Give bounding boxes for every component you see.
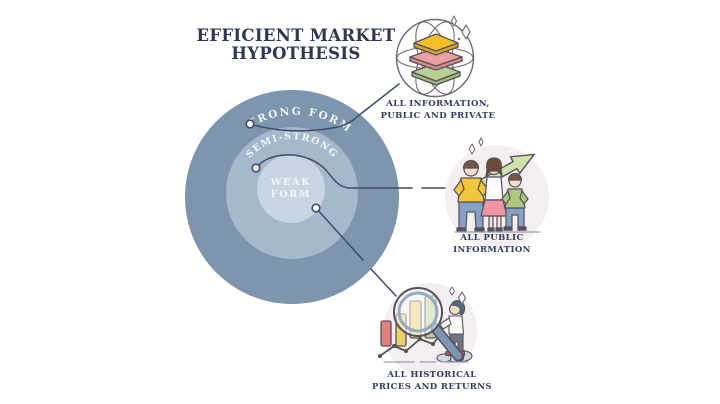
semi-strong-dot <box>251 163 261 173</box>
data-layer-pink <box>409 47 463 71</box>
callout-label-all-historical: ALL HISTORICAL PRICES AND RETURNS <box>367 370 497 393</box>
magnifier-glass <box>393 287 465 363</box>
people-growth-arrow-icon <box>445 137 549 249</box>
concentric-rings <box>185 90 399 304</box>
strong-form-dot <box>245 119 255 129</box>
data-layer-green <box>411 62 461 86</box>
connector-weak-form <box>315 207 397 297</box>
globe-information-layers-icon <box>395 15 475 98</box>
callout-label-line1: ALL INFORMATION, <box>386 99 490 109</box>
callout-label-line2: PRICES AND RETURNS <box>372 381 492 392</box>
callout-label-all-public: ALL PUBLIC INFORMATION <box>432 233 552 256</box>
magnifier-bar-chart-icon <box>378 283 477 377</box>
connector-strong-form <box>249 83 400 132</box>
person-yellow-shirt <box>453 159 489 233</box>
callout-label-line1: ALL HISTORICAL <box>387 370 477 380</box>
strong-form-label: STRONG FORM <box>0 0 354 135</box>
weak-form-dot <box>311 203 321 213</box>
connector-dots <box>245 119 321 213</box>
connector-lines <box>249 83 446 297</box>
callout-label-line1: ALL PUBLIC <box>460 233 524 243</box>
page-title-line2: HYPOTHESIS <box>231 43 361 63</box>
callout-label-line2: PUBLIC AND PRIVATE <box>380 110 496 121</box>
sparkle-icon <box>451 15 471 41</box>
callout-label-all-information: ALL INFORMATION, PUBLIC AND PRIVATE <box>378 99 498 122</box>
sparkle-icon <box>468 137 484 155</box>
weak-form-circle <box>257 155 325 223</box>
data-layer-yellow <box>413 33 459 56</box>
weak-form-label-line1: WEAK <box>270 177 312 188</box>
person-green-shirt <box>501 172 529 231</box>
weak-form-label-line2: FORM <box>271 189 312 200</box>
callout-label-line2: INFORMATION <box>453 244 531 255</box>
page-title: EFFICIENT MARKET HYPOTHESIS <box>171 27 421 62</box>
page-title-line1: EFFICIENT MARKET <box>196 26 396 45</box>
sparkle-icon <box>449 286 467 305</box>
connector-semi-strong <box>255 154 446 189</box>
line-chart <box>378 333 442 358</box>
